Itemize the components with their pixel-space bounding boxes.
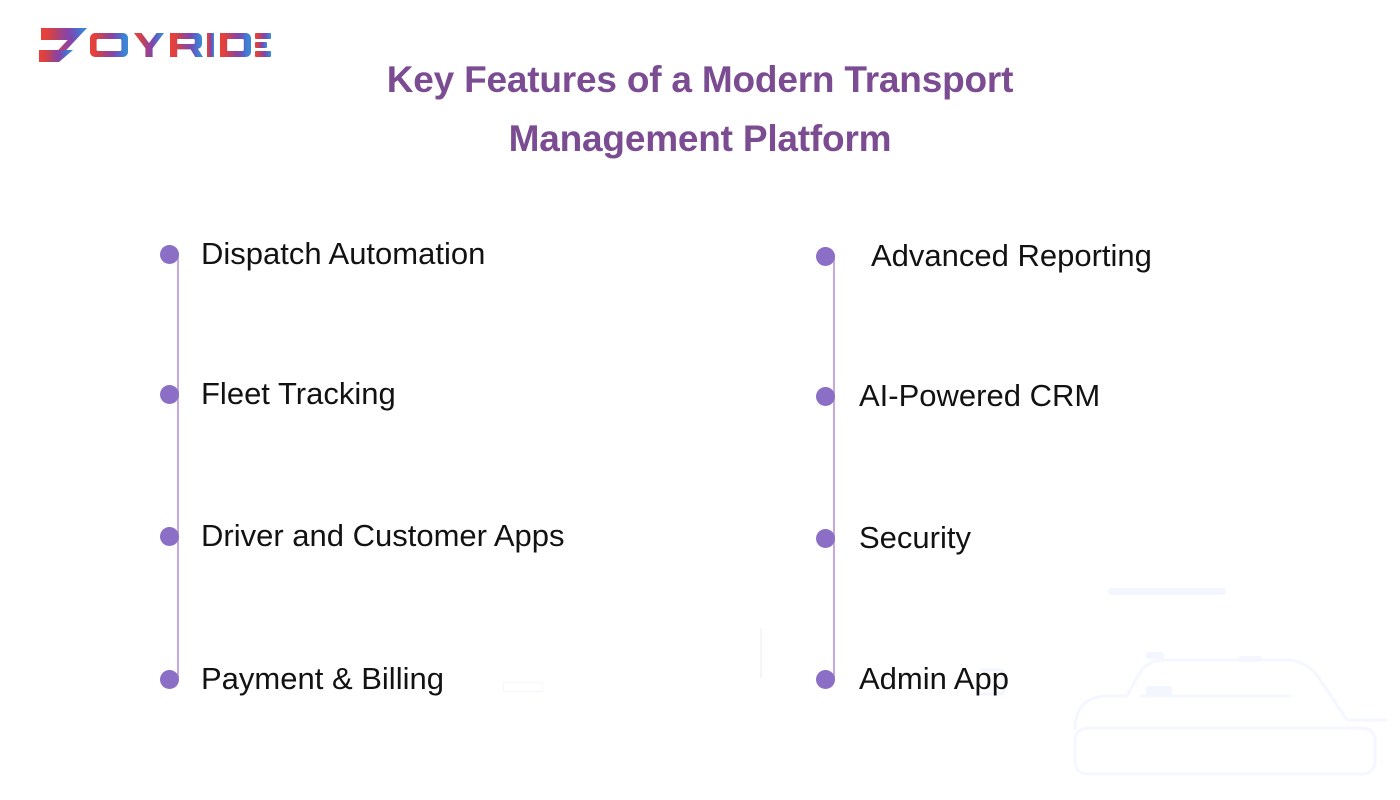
- feature-item-ai-powered-crm[interactable]: AI-Powered CRM: [816, 374, 1100, 418]
- timeline-connector-left: [177, 253, 179, 678]
- bullet-dot-icon: [160, 526, 179, 546]
- feature-item-dispatch-automation[interactable]: Dispatch Automation: [160, 232, 485, 276]
- feature-item-security[interactable]: Security: [816, 516, 971, 560]
- decorative-bar: [503, 682, 543, 692]
- zoyride-logo[interactable]: [33, 22, 273, 68]
- feature-label: Driver and Customer Apps: [201, 518, 565, 553]
- feature-item-admin-app[interactable]: Admin App: [816, 657, 1009, 701]
- page-title: Key Features of a Modern Transport Manag…: [300, 50, 1100, 168]
- bullet-dot-icon: [816, 669, 835, 689]
- feature-item-driver-and-customer-apps[interactable]: Driver and Customer Apps: [160, 514, 565, 558]
- timeline-connector-right: [833, 255, 835, 680]
- page-title-line-2: Management Platform: [508, 118, 892, 159]
- bullet-dot-icon: [160, 384, 179, 404]
- bullet-dot-icon: [160, 244, 179, 264]
- decorative-vertical-rule: [760, 628, 762, 678]
- feature-item-payment-and-billing[interactable]: Payment & Billing: [160, 657, 444, 701]
- feature-label: Payment & Billing: [201, 661, 444, 696]
- bullet-dot-icon: [816, 386, 835, 406]
- bullet-dot-icon: [160, 669, 179, 689]
- bullet-dot-icon: [816, 246, 835, 266]
- feature-label: Dispatch Automation: [201, 236, 486, 271]
- page-title-line-1: Key Features of a Modern Transport: [386, 59, 1014, 100]
- feature-label: Advanced Reporting: [871, 238, 1152, 273]
- feature-label: Security: [859, 520, 971, 555]
- feature-item-advanced-reporting[interactable]: Advanced Reporting: [816, 234, 1152, 278]
- feature-label: Admin App: [859, 661, 1009, 696]
- feature-label: AI-Powered CRM: [859, 378, 1101, 413]
- bullet-dot-icon: [816, 528, 835, 548]
- feature-item-fleet-tracking[interactable]: Fleet Tracking: [160, 372, 396, 416]
- feature-label: Fleet Tracking: [201, 376, 396, 411]
